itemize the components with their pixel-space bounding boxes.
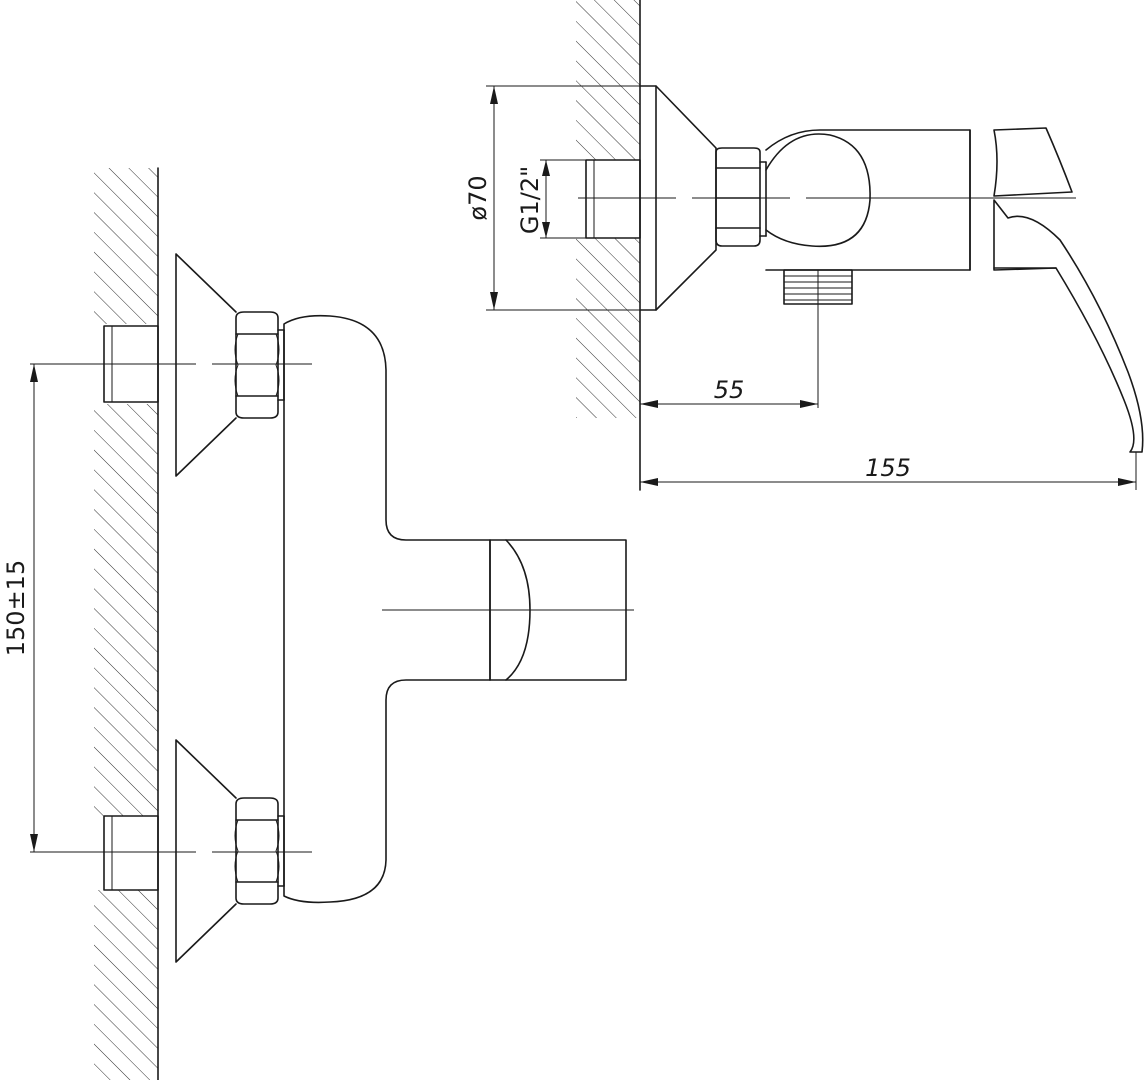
upper-hex-nut	[234, 311, 285, 419]
inlet-spacing-dimension: 150±15	[2, 364, 38, 852]
inlet-spacing-label: 150±15	[2, 560, 30, 656]
side-view: ø70 G1/2" 55 155	[464, 0, 1144, 491]
lower-wall-flange	[175, 739, 237, 963]
side-mixer-body	[765, 127, 1144, 453]
flange-diameter-label: ø70	[464, 175, 492, 220]
flange-diameter-dimension: ø70	[464, 85, 640, 311]
front-view: 150±15	[2, 167, 634, 1080]
lower-hex-nut	[234, 797, 285, 905]
thread-size-label: G1/2"	[516, 166, 544, 234]
outlet-offset-label: 55	[714, 376, 745, 404]
lever-handle	[993, 127, 1073, 197]
mixer-body	[283, 314, 491, 904]
side-inlet-pipe	[585, 159, 641, 239]
side-hex-nut	[715, 147, 767, 247]
overall-depth-label: 155	[865, 454, 911, 482]
thread-size-dimension: G1/2"	[516, 159, 586, 239]
side-wall-hatch	[576, 0, 641, 491]
front-wall-hatch	[94, 167, 159, 1080]
side-threaded-outlet	[783, 269, 853, 408]
lower-inlet-pipe	[103, 815, 159, 891]
upper-wall-flange	[175, 253, 237, 477]
overall-depth-dimension: 155	[640, 452, 1137, 490]
front-center-lines	[30, 363, 634, 853]
outlet-offset-dimension: 55	[640, 376, 818, 408]
